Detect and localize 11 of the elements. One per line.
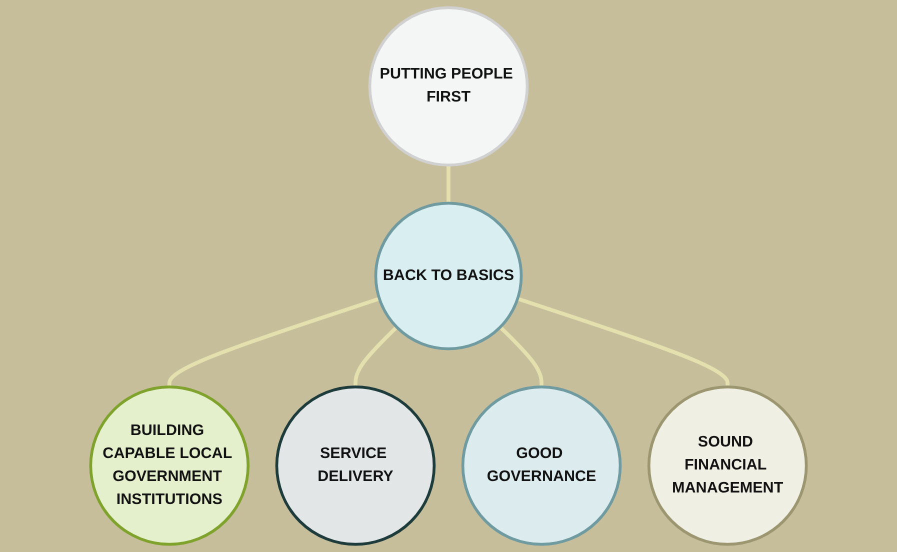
- node-circle: PUTTING PEOPLE FIRST: [368, 6, 529, 166]
- node-circle: SOUND FINANCIAL MANAGEMENT: [647, 386, 808, 546]
- node-circle: GOOD GOVERNANCE: [461, 386, 622, 546]
- connector: [517, 296, 730, 387]
- connector: [498, 326, 544, 387]
- node-circle: BACK TO BASICS: [374, 202, 523, 350]
- node-circle: SERVICE DELIVERY: [275, 386, 436, 546]
- connector: [354, 326, 398, 387]
- connector: [446, 165, 450, 204]
- connector: [168, 296, 380, 387]
- node-circle: BUILDING CAPABLE LOCAL GOVERNMENT INSTITUTIONS: [89, 386, 250, 546]
